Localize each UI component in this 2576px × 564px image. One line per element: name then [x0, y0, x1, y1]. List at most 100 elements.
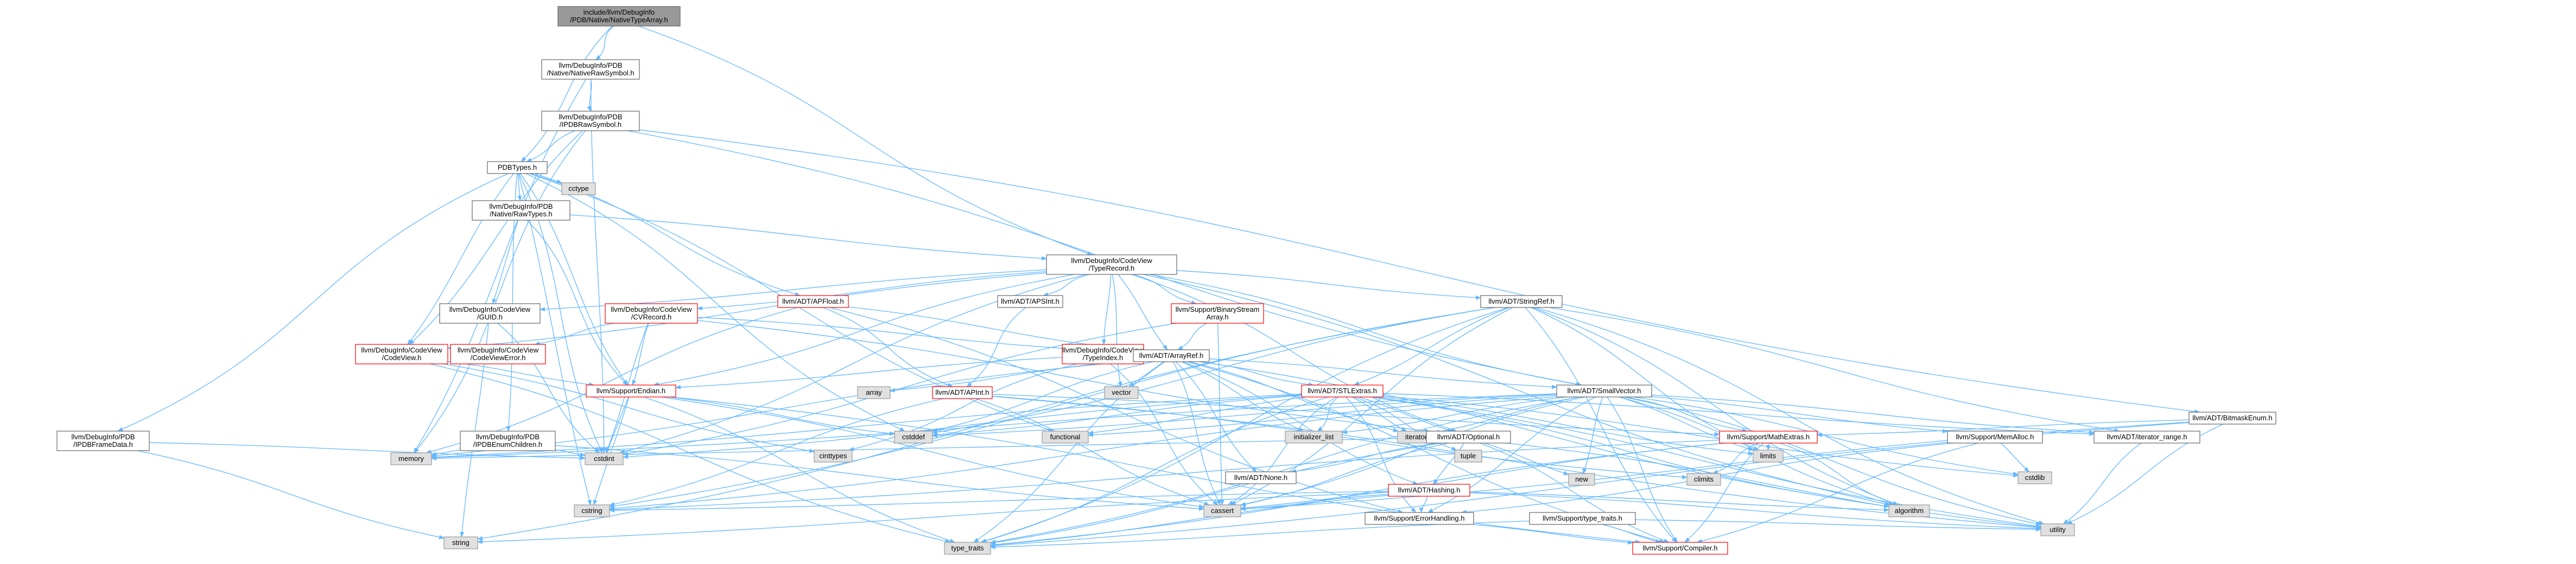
node-typeindex-label-0: llvm/DebugInfo/CodeView	[1062, 346, 1144, 354]
node-algorithm[interactable]: algorithm	[1888, 504, 1930, 517]
node-cstdlib[interactable]: cstdlib	[2017, 471, 2052, 484]
node-codeview[interactable]: llvm/DebugInfo/CodeView/CodeView.h	[355, 344, 448, 364]
node-cstring[interactable]: cstring	[574, 504, 610, 517]
node-errhandling[interactable]: llvm/Support/ErrorHandling.h	[1365, 512, 1474, 525]
node-arrayref[interactable]: llvm/ADT/ArrayRef.h	[1133, 349, 1210, 362]
node-rawtypes[interactable]: llvm/DebugInfo/PDB/Native/RawTypes.h	[472, 200, 570, 221]
edge-stlextras-to-initlist	[1317, 396, 1339, 432]
node-enumchildren[interactable]: llvm/DebugInfo/PDB/IPDBEnumChildren.h	[460, 431, 556, 451]
node-root-box	[557, 6, 681, 27]
node-limits-box	[1753, 450, 1784, 463]
node-climits[interactable]: climits	[1686, 473, 1721, 486]
edge-cvrecord-to-endian	[632, 323, 649, 386]
node-arrayref-box	[1133, 349, 1210, 362]
edge-hashing-to-errhandling	[1419, 496, 1427, 513]
node-array[interactable]: array	[857, 386, 891, 399]
node-cinttypes[interactable]: cinttypes	[814, 450, 853, 463]
node-framedata[interactable]: llvm/DebugInfo/PDB/IPDBFrameData.h	[56, 431, 150, 451]
node-nrs[interactable]: llvm/DebugInfo/PDB/Native/NativeRawSymbo…	[541, 59, 640, 80]
node-vector-label-0: vector	[1112, 388, 1131, 396]
node-hashing-box	[1388, 484, 1470, 497]
node-endian[interactable]: llvm/Support/Endian.h	[586, 384, 676, 398]
node-root[interactable]: include/llvm/DebugInfo/PDB/Native/Native…	[557, 6, 681, 27]
node-pdbtypes[interactable]: PDBTypes.h	[487, 161, 548, 174]
node-vector[interactable]: vector	[1104, 386, 1139, 399]
node-compiler[interactable]: llvm/Support/Compiler.h	[1632, 542, 1728, 555]
edge-pdbraw-to-memory	[414, 130, 586, 453]
node-optional-box	[1426, 431, 1511, 444]
edge-typetraits_llvm-to-compiler	[1602, 524, 1661, 543]
node-stringref-box	[1480, 295, 1563, 308]
edge-codeview-to-cinttypes	[443, 363, 815, 453]
node-cstdint[interactable]: cstdint	[585, 452, 624, 465]
node-nrs-label-1: /Native/NativeRawSymbol.h	[547, 69, 634, 77]
node-typetraits_llvm[interactable]: llvm/Support/type_traits.h	[1529, 512, 1636, 525]
edge-apfloat-to-arrayref	[848, 306, 1134, 352]
node-type_traits[interactable]: type_traits	[944, 542, 991, 555]
node-new[interactable]: new	[1568, 473, 1595, 486]
node-limits[interactable]: limits	[1753, 450, 1784, 463]
node-tuple[interactable]: tuple	[1454, 450, 1482, 463]
edge-typerec-to-binstream	[1132, 274, 1197, 305]
node-stlextras[interactable]: llvm/ADT/STLExtras.h	[1301, 384, 1384, 398]
node-apfloat[interactable]: llvm/ADT/APFloat.h	[777, 295, 849, 308]
node-typerec[interactable]: llvm/DebugInfo/CodeView/TypeRecord.h	[1046, 254, 1177, 275]
node-typerec-label-0: llvm/DebugInfo/CodeView	[1071, 257, 1152, 265]
node-apsint[interactable]: llvm/ADT/APSInt.h	[997, 295, 1063, 308]
node-cstddef[interactable]: cstddef	[894, 431, 933, 444]
edge-smallvec-to-cstdlib	[1633, 396, 2019, 476]
node-functional[interactable]: functional	[1042, 431, 1089, 444]
node-cverror[interactable]: llvm/DebugInfo/CodeView/CodeViewError.h	[450, 344, 546, 364]
node-guid[interactable]: llvm/DebugInfo/CodeView/GUID.h	[439, 303, 541, 324]
node-cctype[interactable]: cctype	[561, 182, 596, 195]
node-enumchildren-box	[460, 431, 556, 451]
node-utility[interactable]: utility	[2040, 523, 2075, 536]
node-errhandling-label-0: llvm/Support/ErrorHandling.h	[1374, 514, 1465, 522]
edge-errhandling-to-compiler	[1471, 524, 1633, 545]
node-cctype-label-0: cctype	[568, 184, 589, 193]
edge-root-to-typerec	[638, 25, 1093, 255]
edge-typerec-to-algorithm	[1143, 274, 1890, 506]
node-pdbtypes-label-0: PDBTypes.h	[498, 163, 537, 171]
node-memory[interactable]: memory	[390, 452, 432, 465]
node-smallvec-label-0: llvm/ADT/SmallVector.h	[1568, 387, 1641, 395]
node-string[interactable]: string	[443, 536, 478, 549]
node-memalloc[interactable]: llvm/Support/MemAlloc.h	[1947, 431, 2043, 444]
edge-stringref-to-compiler	[1525, 307, 1677, 543]
node-hashing[interactable]: llvm/ADT/Hashing.h	[1388, 484, 1470, 497]
node-initlist[interactable]: initializer_list	[1285, 431, 1343, 444]
node-none[interactable]: llvm/ADT/None.h	[1225, 471, 1297, 484]
edge-enumchildren-to-cstdint	[555, 449, 586, 457]
node-none-label-0: llvm/ADT/None.h	[1234, 473, 1287, 482]
node-apint[interactable]: llvm/ADT/APInt.h	[932, 386, 993, 399]
node-nrs-box	[541, 59, 640, 80]
node-optional[interactable]: llvm/ADT/Optional.h	[1426, 431, 1511, 444]
edge-mathextras-to-climits	[1712, 443, 1760, 474]
node-algorithm-label-0: algorithm	[1895, 507, 1924, 515]
node-arrayref-label-0: llvm/ADT/ArrayRef.h	[1139, 351, 1203, 360]
node-optional-label-0: llvm/ADT/Optional.h	[1437, 433, 1500, 441]
node-compiler-box	[1632, 542, 1728, 555]
node-binstream-label-1: Array.h	[1207, 313, 1229, 321]
node-compiler-label-0: llvm/Support/Compiler.h	[1643, 544, 1718, 552]
node-hashing-label-0: llvm/ADT/Hashing.h	[1398, 486, 1461, 494]
node-climits-label-0: climits	[1694, 475, 1714, 483]
node-iterrange[interactable]: llvm/ADT/iterator_range.h	[2093, 431, 2200, 444]
edge-pdbraw-to-pdbtypes	[526, 130, 575, 162]
node-bitmask[interactable]: llvm/ADT/BitmaskEnum.h	[2188, 412, 2276, 425]
node-cvrecord[interactable]: llvm/DebugInfo/CodeView/CVRecord.h	[605, 303, 698, 324]
edge-typerec-to-vector	[1112, 274, 1122, 387]
node-smallvec-box	[1556, 384, 1652, 398]
node-mathextras[interactable]: llvm/Support/MathExtras.h	[1719, 431, 1818, 444]
node-stringref[interactable]: llvm/ADT/StringRef.h	[1480, 295, 1563, 308]
node-utility-label-0: utility	[2050, 525, 2066, 534]
node-cassert[interactable]: cassert	[1203, 504, 1241, 517]
node-type_traits-box	[944, 542, 991, 555]
node-pdbraw[interactable]: llvm/DebugInfo/PDB/IPDBRawSymbol.h	[541, 111, 640, 131]
node-typeindex[interactable]: llvm/DebugInfo/CodeView/TypeIndex.h	[1062, 344, 1144, 364]
edge-arrayref-to-initlist	[1181, 361, 1304, 432]
node-smallvec[interactable]: llvm/ADT/SmallVector.h	[1556, 384, 1652, 398]
edge-stringref-to-algorithm	[1532, 307, 1899, 505]
